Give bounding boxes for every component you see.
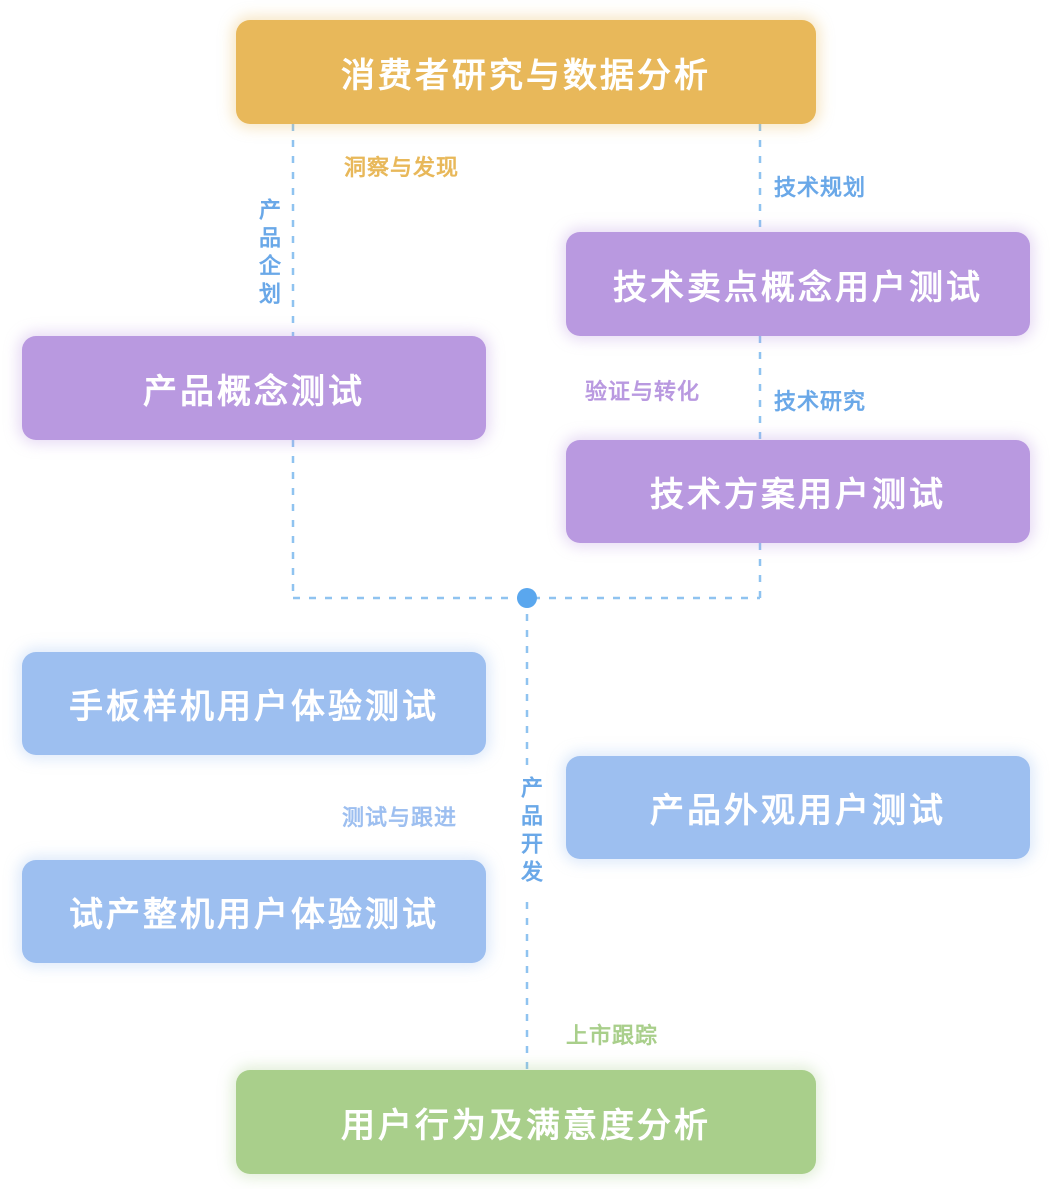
consumer-research-node: 消费者研究与数据分析: [236, 20, 816, 124]
tech-solution-test-label: 技术方案用户测试: [650, 475, 946, 515]
testing-followup-label: 测试与跟进: [342, 806, 458, 831]
tech-planning-label: 技术规划: [774, 176, 867, 201]
appearance-test-node: 产品外观用户测试: [566, 756, 1030, 859]
behavior-satisfaction-analysis-node: 用户行为及满意度分析: [236, 1070, 816, 1174]
product-planning-label: 产品企划: [251, 192, 283, 316]
tech-research-label: 技术研究: [774, 390, 867, 415]
product-concept-test-node: 产品概念测试: [22, 336, 486, 440]
product-concept-test-label: 产品概念测试: [143, 371, 365, 412]
appearance-test-label: 产品外观用户测试: [650, 791, 946, 831]
tech-selling-point-test-label: 技术卖点概念用户测试: [613, 267, 983, 308]
junction-dot: [517, 588, 537, 608]
trial-production-ux-test-node: 试产整机用户体验测试: [22, 860, 486, 963]
consumer-research-label: 消费者研究与数据分析: [341, 55, 711, 96]
product-development-label: 产品开发: [513, 770, 545, 894]
prototype-ux-test-node: 手板样机用户体验测试: [22, 652, 486, 755]
behavior-satisfaction-analysis-label: 用户行为及满意度分析: [341, 1105, 711, 1146]
validation-conversion-label: 验证与转化: [585, 380, 701, 405]
insight-discovery-label: 洞察与发现: [344, 156, 460, 181]
tech-selling-point-test-node: 技术卖点概念用户测试: [566, 232, 1030, 336]
trial-production-ux-test-label: 试产整机用户体验测试: [69, 895, 439, 935]
market-tracking-label: 上市跟踪: [566, 1024, 659, 1049]
prototype-ux-test-label: 手板样机用户体验测试: [69, 687, 439, 727]
tech-solution-test-node: 技术方案用户测试: [566, 440, 1030, 543]
